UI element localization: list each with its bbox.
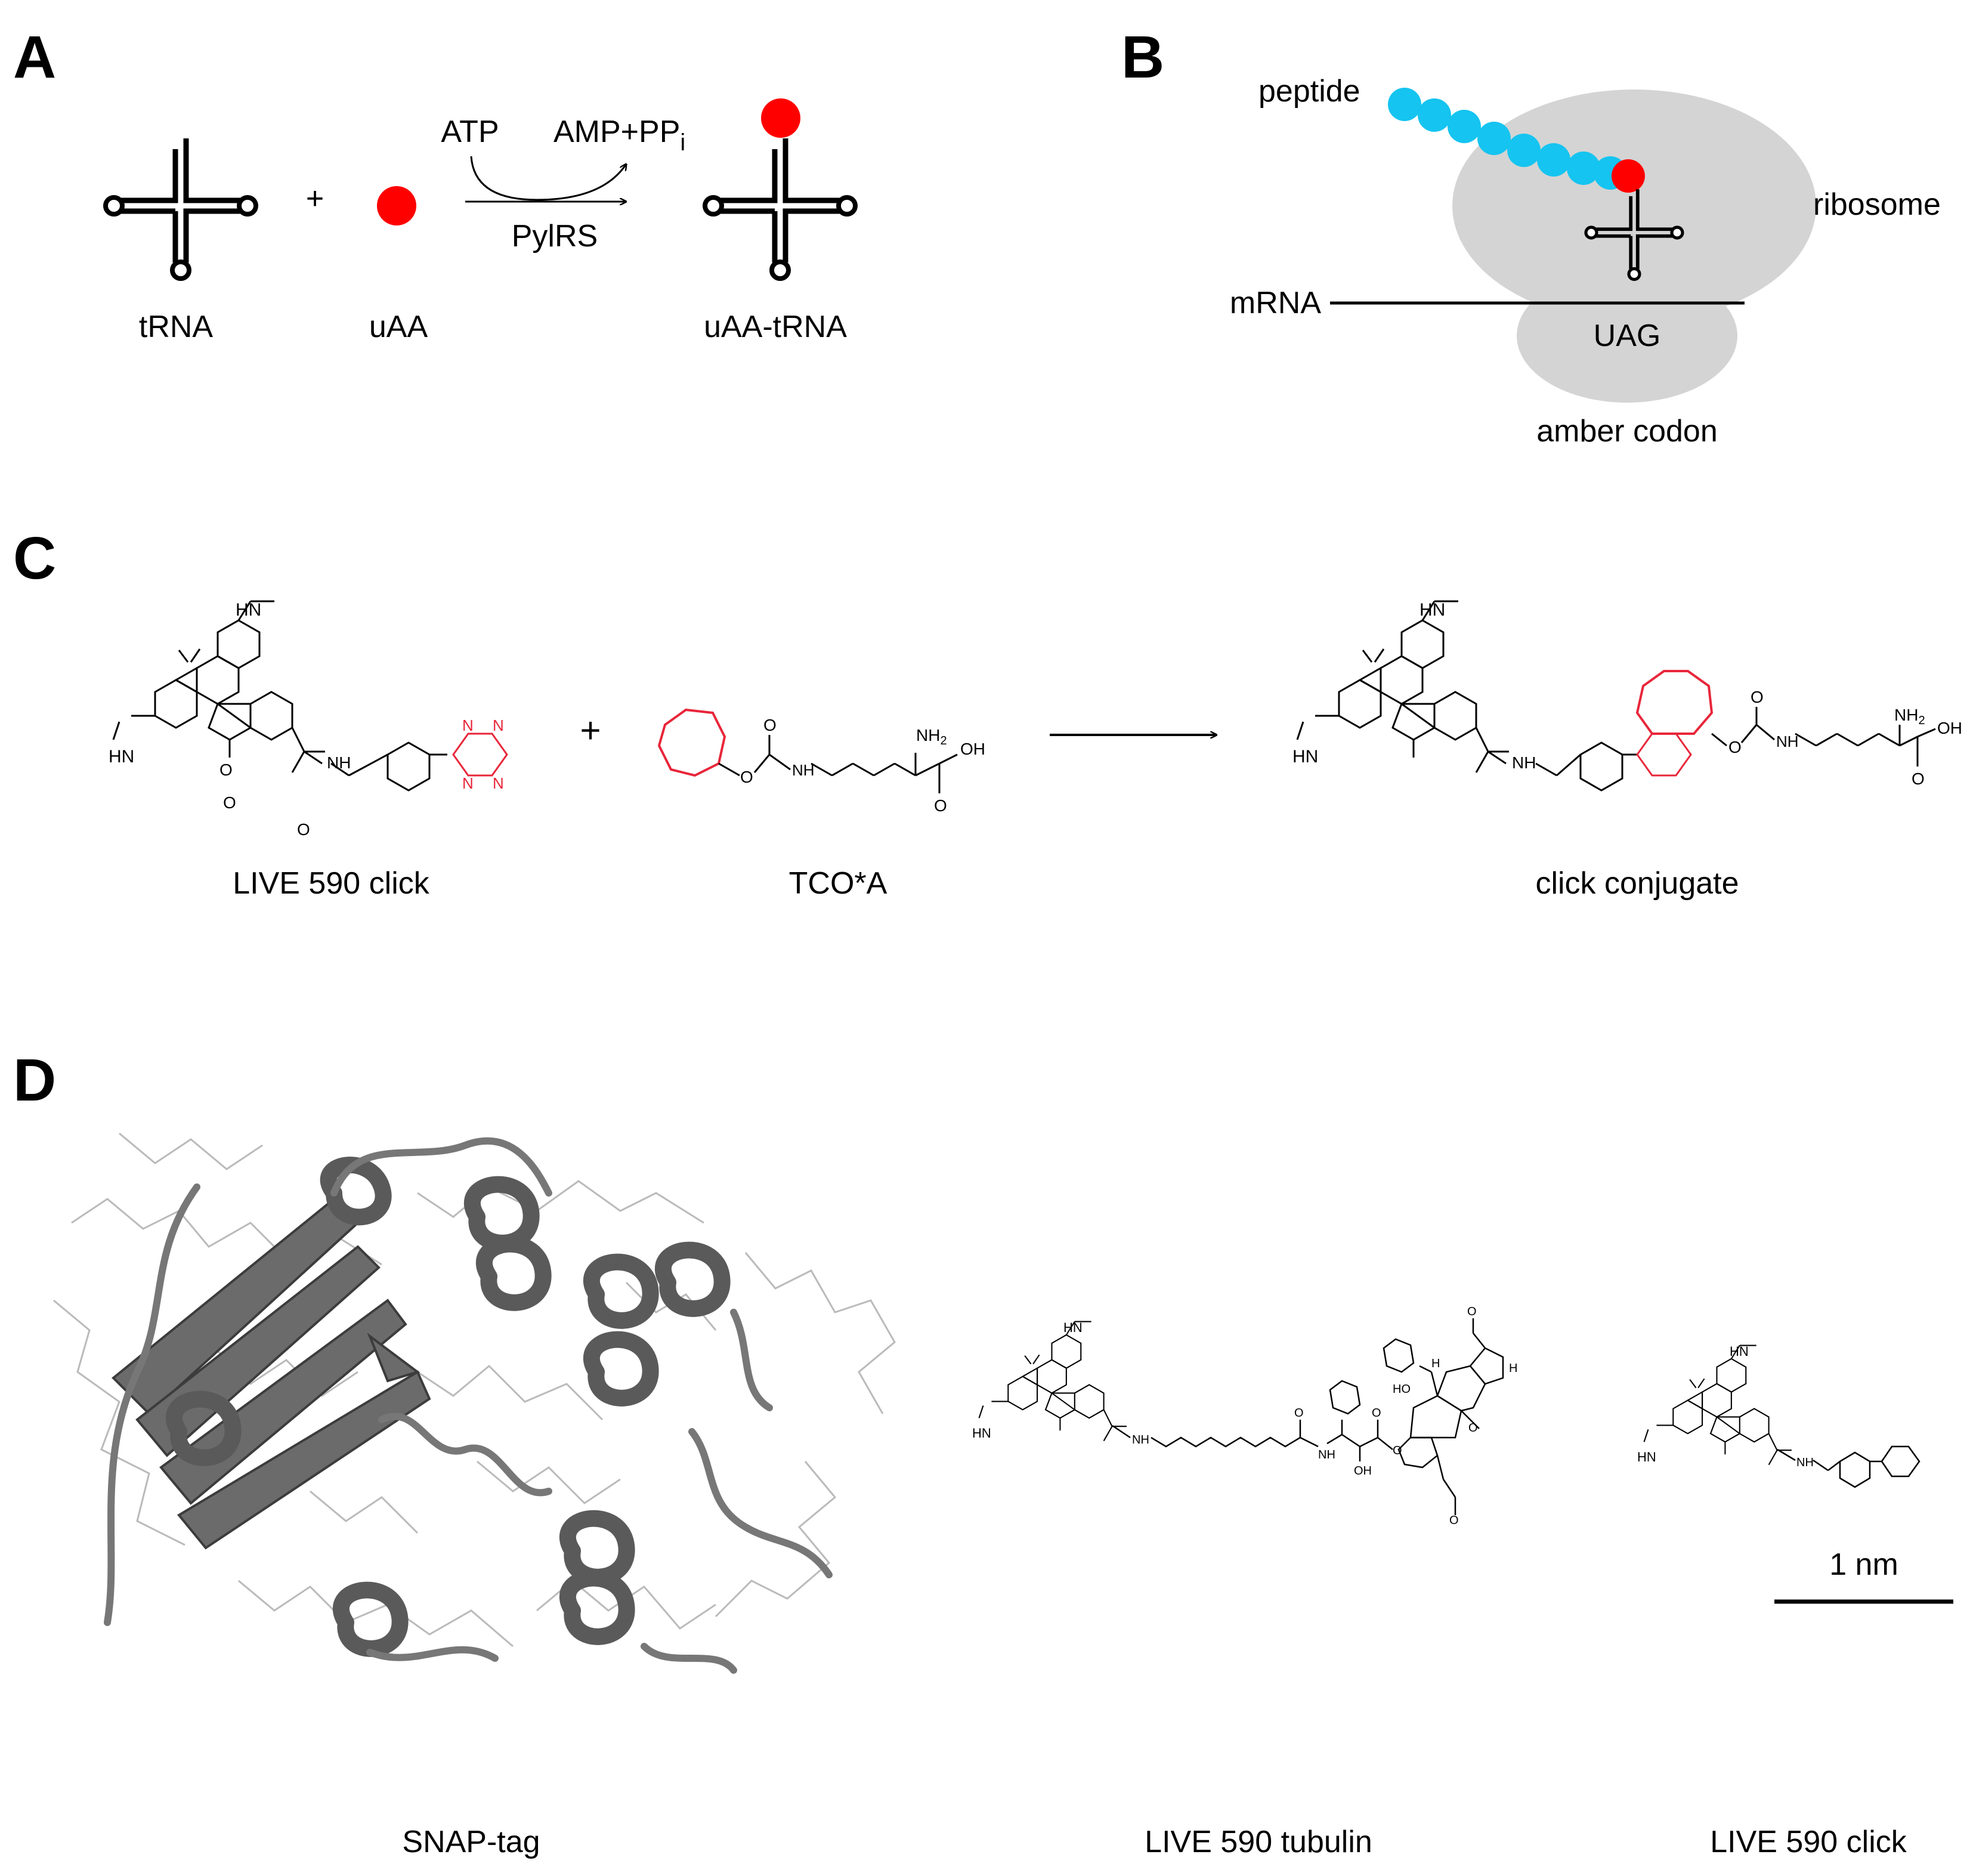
svg-text:NH: NH	[327, 753, 351, 772]
svg-text:HN: HN	[1730, 1344, 1749, 1359]
panel-d: D	[13, 1047, 1953, 1859]
svg-text:N: N	[462, 716, 474, 734]
pylrs-label: PylRS	[512, 219, 598, 254]
tco-a-label: TCO*A	[789, 866, 887, 901]
svg-text:NH: NH	[1318, 1448, 1335, 1461]
svg-text:NH: NH	[792, 761, 815, 779]
click-conjugate-structure: HN HN NH	[1292, 600, 1962, 792]
svg-text:HN: HN	[1292, 747, 1318, 767]
svg-text:HN: HN	[972, 1426, 991, 1441]
panel-d-letter: D	[13, 1047, 56, 1114]
atp-curve-arrow	[470, 156, 626, 201]
live590-click-small-structure: HN HN NH	[1637, 1344, 1920, 1488]
tetrazine-ring	[452, 733, 508, 777]
svg-text:HN: HN	[1419, 600, 1445, 620]
svg-text:N: N	[493, 774, 504, 792]
plus-sign: +	[580, 710, 601, 750]
svg-text:OH: OH	[1937, 719, 1962, 737]
live590-click-structure: HN HN O O O NH N N N N	[109, 600, 508, 839]
svg-text:H: H	[1431, 1357, 1440, 1370]
ribosome-label: ribosome	[1813, 187, 1941, 222]
svg-text:O: O	[934, 796, 947, 815]
uag-label: UAG	[1594, 319, 1661, 353]
trna-label: tRNA	[139, 310, 214, 344]
plus-sign: +	[306, 181, 324, 216]
svg-text:O: O	[1372, 1407, 1381, 1420]
panel-c: C HN HN O O O NH N N N N LIVE 5	[13, 525, 1962, 901]
svg-text:OH: OH	[1354, 1464, 1372, 1478]
svg-text:HN: HN	[1637, 1450, 1656, 1464]
nh2-atom: NH2	[916, 726, 947, 747]
live590-click-small-label: LIVE 590 click	[1710, 1825, 1907, 1859]
svg-text:O: O	[1751, 688, 1764, 706]
tco-a-structure: O O NH NH2 O OH	[657, 708, 985, 815]
svg-text:NH: NH	[1796, 1456, 1814, 1469]
click-conjugate-label: click conjugate	[1535, 866, 1739, 901]
panel-a: A tRNA + uAA ATP AMP+PPi PylRS uAA-tRNA	[13, 24, 855, 344]
svg-text:HO: HO	[1393, 1383, 1411, 1396]
live590-click-label: LIVE 590 click	[233, 866, 429, 901]
panel-c-letter: C	[13, 525, 56, 592]
svg-text:N: N	[493, 716, 504, 734]
trna-icon	[106, 138, 256, 279]
panel-b: B peptide mRNA UAG ribosome amber codon	[1121, 24, 1941, 449]
svg-text:O: O	[223, 793, 236, 812]
svg-text:HN: HN	[1063, 1320, 1083, 1335]
svg-text:O: O	[1294, 1407, 1304, 1420]
snap-tag-label: SNAP-tag	[402, 1825, 540, 1859]
svg-text:O: O	[1393, 1444, 1402, 1457]
svg-text:OH: OH	[960, 740, 985, 758]
trna-icon	[705, 138, 855, 279]
svg-text:O: O	[1468, 1421, 1478, 1435]
svg-text:O: O	[1728, 738, 1742, 756]
live590-tubulin-label: LIVE 590 tubulin	[1145, 1825, 1372, 1859]
mrna-label: mRNA	[1230, 286, 1321, 320]
peptide-label: peptide	[1258, 74, 1360, 109]
svg-text:O: O	[740, 768, 753, 786]
amp-ppi-label: AMP+PPi	[553, 115, 685, 156]
svg-text:O: O	[763, 716, 777, 734]
uaa-dot-icon	[1612, 159, 1645, 193]
svg-text:O: O	[1449, 1514, 1459, 1527]
scale-bar-label: 1 nm	[1829, 1547, 1898, 1582]
svg-text:HN: HN	[236, 600, 261, 620]
uaa-label: uAA	[369, 310, 428, 344]
svg-text:HN: HN	[109, 747, 134, 767]
live590-tubulin-structure: HN HN	[972, 1305, 1517, 1527]
atp-label: ATP	[441, 115, 499, 149]
panel-a-letter: A	[13, 24, 56, 91]
svg-text:NH: NH	[1132, 1433, 1149, 1447]
protein-structure-icon	[53, 1132, 896, 1674]
uaa-dot-icon	[761, 98, 800, 138]
svg-text:O: O	[297, 820, 310, 839]
svg-text:N: N	[462, 774, 474, 792]
uaa-dot-icon	[377, 186, 416, 225]
svg-text:O: O	[1912, 769, 1925, 788]
svg-text:O: O	[219, 761, 233, 779]
svg-text:NH: NH	[1512, 753, 1536, 772]
svg-text:H: H	[1509, 1362, 1517, 1375]
svg-text:O: O	[1467, 1305, 1477, 1318]
panel-b-letter: B	[1121, 24, 1164, 91]
svg-text:NH: NH	[1776, 733, 1799, 750]
svg-text:NH2: NH2	[1894, 706, 1925, 727]
uaa-trna-label: uAA-tRNA	[704, 310, 847, 344]
amber-codon-label: amber codon	[1536, 414, 1718, 449]
